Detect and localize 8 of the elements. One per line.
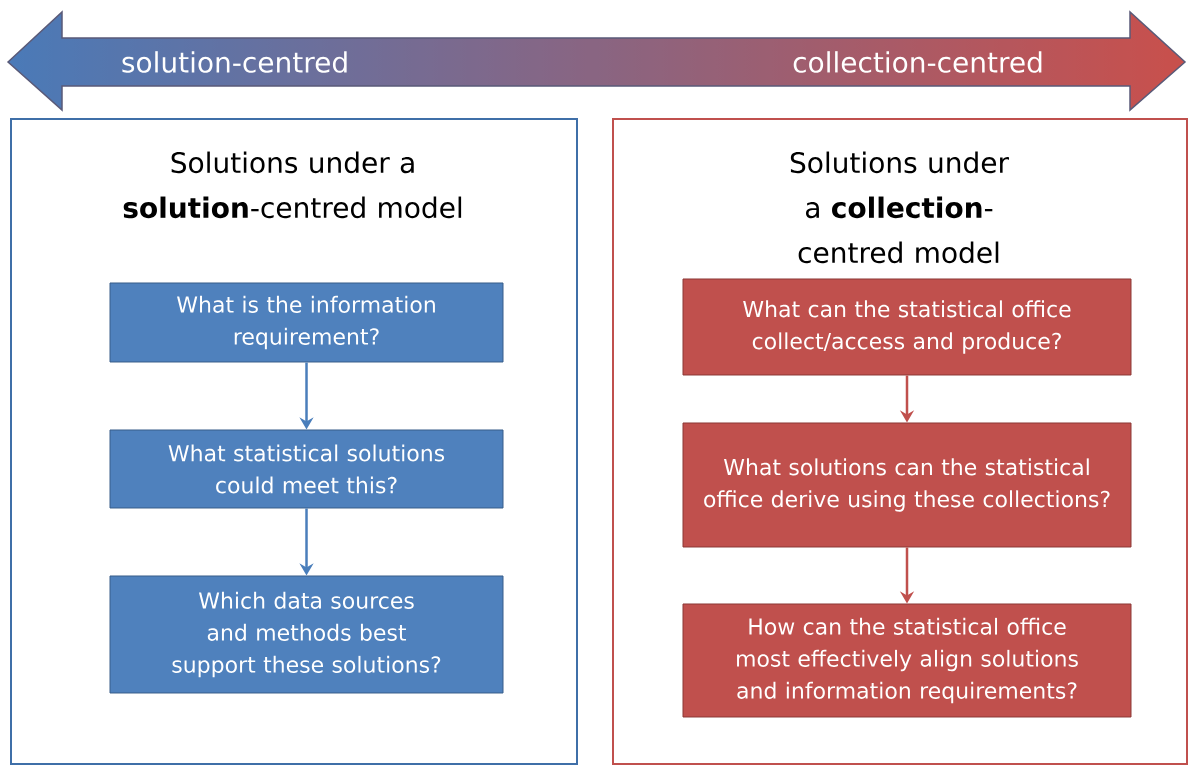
question-box: What can the statistical office collect/access and produce? (682, 278, 1132, 376)
question-box: What is the information requirement? (109, 282, 504, 363)
panel-heading: Solutions under a solution-centred model (123, 151, 462, 219)
question-box: What statistical solutions could meet this? (109, 429, 504, 509)
question-box: Which data sources and methods best support these solutions? (109, 575, 504, 694)
question-box: What solutions can the statistical office derive using these collections? (682, 422, 1132, 548)
question-box: How can the statistical office most effectively align solutions and information requirements? (682, 603, 1132, 718)
panel-heading: Solutions under a collection-centred model (790, 151, 1010, 264)
